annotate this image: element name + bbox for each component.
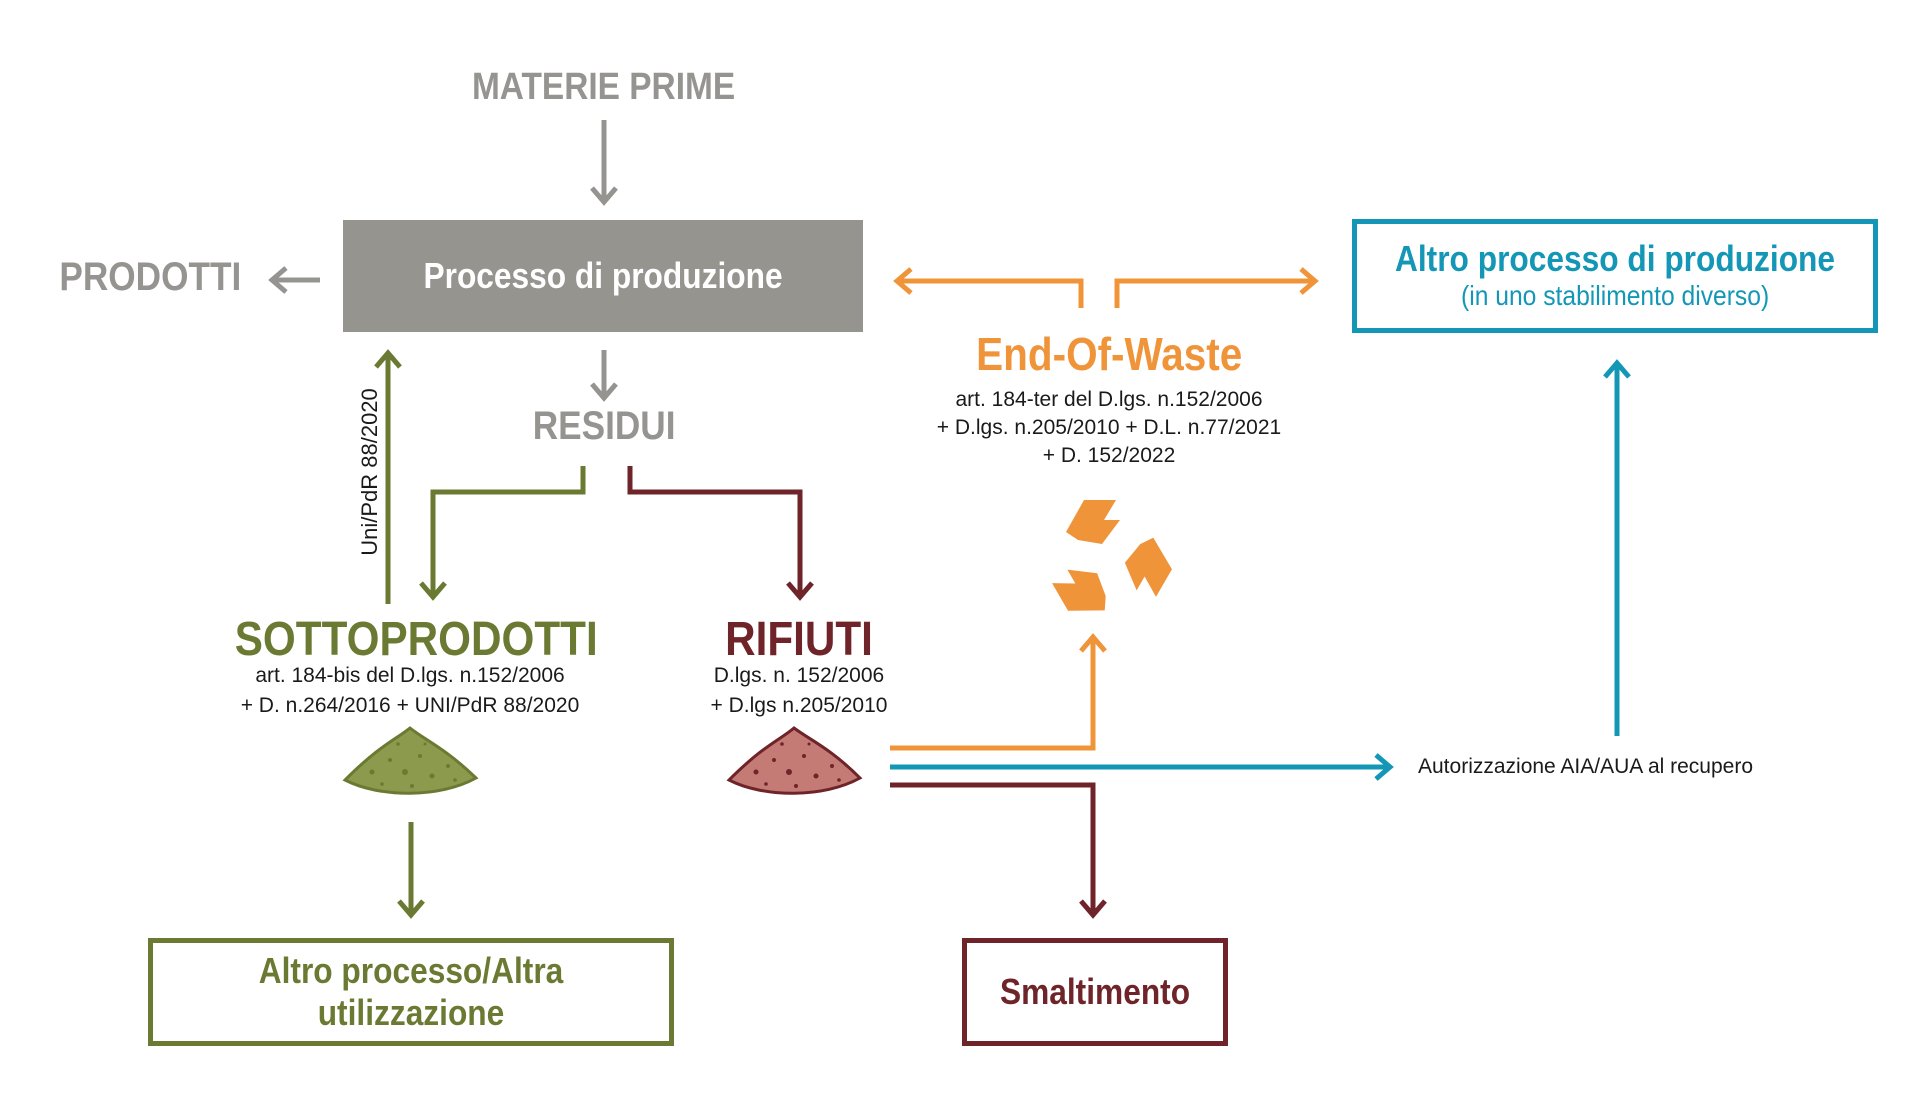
- processo-label: Processo di produzione: [423, 255, 783, 296]
- gray-arrows: [268, 120, 618, 402]
- recycle-icon: [1052, 500, 1172, 611]
- sottoprodotti-law-2: + D. n.264/2016 + UNI/PdR 88/2020: [200, 694, 620, 718]
- olive-arrows: [374, 349, 586, 919]
- autorizzazione-text: Autorizzazione AIA/AUA al recupero: [1418, 755, 1754, 778]
- orange-arrows: [890, 267, 1319, 751]
- altro-processo-utilizzazione-box: Altro processo/Altra utilizzazione: [148, 938, 674, 1046]
- materie-prime-text: MATERIE PRIME: [472, 66, 736, 108]
- eow-law-3-text: + D. 152/2022: [1042, 444, 1176, 467]
- olive-pile-icon: [342, 726, 479, 795]
- sottoprodotti-title: SOTTOPRODOTTI: [210, 612, 610, 667]
- altro-processo-produzione-line2: (in uno stabilimento diverso): [1460, 280, 1770, 311]
- rifiuti-law-2: + D.lgs n.205/2010: [679, 694, 919, 718]
- eow-title: End-Of-Waste: [929, 327, 1289, 381]
- sottoprodotti-law-1-text: art. 184-bis del D.lgs. n.152/2006: [255, 664, 565, 687]
- prodotti-text: PRODOTTI: [59, 255, 241, 299]
- arrow-residui-to-rifiuti: [627, 466, 803, 596]
- rifiuti-title: RIFIUTI: [699, 612, 899, 667]
- arrow-residui-to-sottoprodotti: [430, 466, 586, 596]
- arrow-rifiuti-to-smaltimento: [890, 782, 1096, 914]
- processo-box: Processo di produzione: [343, 220, 863, 332]
- altro-processo-produzione-line1: Altro processo di produzione: [1394, 238, 1836, 279]
- residui-text: RESIDUI: [532, 404, 676, 448]
- smaltimento-box: Smaltimento: [962, 938, 1228, 1046]
- prodotti-label: PRODOTTI: [30, 255, 270, 300]
- altro-processo-utilizzazione-label: Altro processo/Altra utilizzazione: [258, 950, 564, 1033]
- rifiuti-law-1: D.lgs. n. 152/2006: [679, 664, 919, 688]
- eow-law-1: art. 184-ter del D.lgs. n.152/2006: [909, 388, 1309, 412]
- uni-pdr-text: Uni/PdR 88/2020: [357, 388, 382, 556]
- eow-title-text: End-Of-Waste: [975, 328, 1243, 380]
- sottoprodotti-law-1: art. 184-bis del D.lgs. n.152/2006: [210, 664, 610, 688]
- residui-label: RESIDUI: [504, 404, 704, 449]
- maroon-pile-icon: [726, 726, 863, 795]
- altro-processo-produzione-box: Altro processo di produzione (in uno sta…: [1352, 219, 1878, 333]
- autorizzazione-label: Autorizzazione AIA/AUA al recupero: [1418, 755, 1818, 779]
- uni-pdr-vertical-label: Uni/PdR 88/2020: [357, 377, 382, 567]
- rifiuti-law-1-text: D.lgs. n. 152/2006: [713, 664, 885, 687]
- rifiuti-law-2-text: + D.lgs n.205/2010: [710, 694, 888, 717]
- eow-law-2-text: + D.lgs. n.205/2010 + D.L. n.77/2021: [936, 416, 1282, 439]
- arrow-eow-to-altro-processo: [1114, 278, 1315, 308]
- teal-arrows: [890, 359, 1631, 781]
- sottoprodotti-title-text: SOTTOPRODOTTI: [234, 613, 598, 666]
- arrow-eow-to-processo: [897, 278, 1084, 308]
- materie-prime-label: MATERIE PRIME: [404, 66, 804, 109]
- maroon-arrows: [627, 466, 1107, 919]
- smaltimento-label: Smaltimento: [999, 971, 1191, 1012]
- rifiuti-title-text: RIFIUTI: [725, 613, 873, 666]
- eow-law-3: + D. 152/2022: [959, 444, 1259, 468]
- eow-law-2: + D.lgs. n.205/2010 + D.L. n.77/2021: [909, 416, 1309, 440]
- eow-law-1-text: art. 184-ter del D.lgs. n.152/2006: [955, 388, 1263, 411]
- arrow-rifiuti-to-eow: [890, 638, 1096, 751]
- sottoprodotti-law-2-text: + D. n.264/2016 + UNI/PdR 88/2020: [240, 694, 580, 717]
